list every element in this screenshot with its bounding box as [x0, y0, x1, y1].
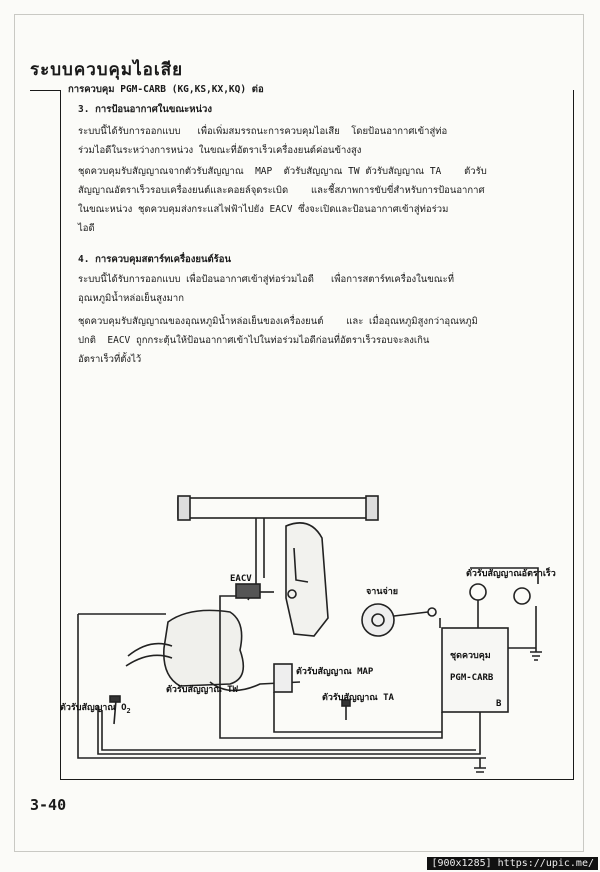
air-cleaner-left-cap [177, 495, 191, 521]
heading-deceleration: 3. การป้อนอากาศในขณะหน่วง [78, 104, 213, 115]
page-frame [14, 14, 584, 852]
main-harness-bottom [97, 706, 481, 755]
content-box [60, 90, 574, 780]
paragraph-deceleration-2: ชุดควบคุมรับสัญญาณจากตัวรับสัญญาณ MAP ตั… [78, 166, 487, 234]
air-cleaner-right-cap [365, 495, 379, 521]
distributor-terminal [427, 607, 437, 617]
eacv-harness [219, 595, 443, 739]
distributor-lead [393, 611, 429, 617]
speed-sensor-right [513, 587, 531, 605]
speed-sensor-left [469, 583, 487, 601]
carburetor-detail [293, 547, 309, 583]
distributor-cap [371, 613, 385, 627]
paragraph-hot-start-2: ชุดควบคุมรับสัญญาณของอุณหภูมิน้ำหล่อเย็น… [78, 316, 478, 365]
label-terminal-b: B [496, 699, 502, 709]
battery-ground [530, 606, 542, 661]
section-title: ระบบควบคุมไอเสีย [30, 60, 184, 80]
heading-hot-start: 4. การควบคุมสตาร์ทเครื่องยนต์ร้อน [78, 254, 231, 265]
paragraph-hot-start-1: ระบบนี้ได้รับการออกแบบ เพื่อป้อนอากาศเข้… [78, 274, 454, 304]
carburetor-screw [287, 589, 297, 599]
subtitle: การควบคุม PGM-CARB (KG,KS,KX,KQ) ต่อ [64, 82, 268, 97]
control-unit-box [441, 627, 509, 713]
label-control-unit-2: PGM-CARB [450, 673, 494, 683]
speed-sensor-wire [470, 567, 539, 584]
label-control-unit-1: ชุดควบคุม [450, 651, 491, 661]
engine-block [163, 609, 245, 687]
exhaust-pipe-bottom [125, 654, 173, 667]
page-number: 3-40 [30, 796, 67, 814]
chassis-ground [474, 758, 486, 773]
o2-sensor-probe [113, 699, 117, 725]
carburetor [285, 522, 329, 637]
label-o2-sensor: ตัวรับสัญญาณ O2 [60, 702, 131, 715]
paragraph-deceleration-1: ระบบนี้ได้รับการออกแบบ เพื่อเพิ่มสมรรถนะ… [78, 126, 448, 156]
map-sensor-body [273, 663, 293, 693]
map-harness [273, 692, 442, 733]
distributor-body [361, 603, 395, 637]
main-harness-inner [101, 710, 476, 751]
o2-harness [77, 614, 486, 759]
label-eacv: EACV [230, 574, 252, 584]
label-tw-sensor: ตัวรับสัญญาณ TW [166, 684, 239, 695]
system-diagram: EACV จานจ่าย ตัวรับสัญญาณอัตราเร็ว ชุดคว… [60, 495, 556, 773]
header-rule [30, 90, 60, 91]
air-cleaner-tube [177, 497, 377, 519]
label-distributor: จานจ่าย [366, 586, 398, 597]
exhaust-pipe-top [127, 642, 173, 657]
eacv-valve [235, 583, 261, 599]
label-map-sensor: ตัวรับสัญญาณ MAP [296, 666, 374, 677]
ta-sensor-head [341, 699, 351, 707]
intake-manifold [209, 681, 301, 692]
watermark: [900x1285] https://upic.me/ [427, 857, 598, 870]
o2-sensor-head [109, 695, 121, 703]
label-ta-sensor: ตัวรับสัญญาณ TA [322, 692, 395, 703]
label-speed-sensor: ตัวรับสัญญาณอัตราเร็ว [466, 566, 556, 579]
